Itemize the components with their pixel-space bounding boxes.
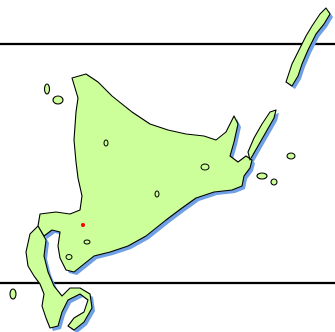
- southwest-islet: [9, 288, 17, 300]
- lake-1: [103, 139, 109, 147]
- northeast-peninsula: [247, 109, 277, 161]
- location-marker: [81, 223, 85, 227]
- lake-2: [200, 163, 210, 171]
- northeast-islet-3: [256, 172, 268, 180]
- west-islet-1: [52, 95, 64, 105]
- lake-5: [83, 239, 91, 245]
- northeast-islet-1: [286, 152, 296, 160]
- lake-4: [65, 254, 73, 260]
- west-islet-2: [43, 83, 51, 95]
- southern-peninsula: [25, 225, 93, 331]
- main-island: [37, 73, 253, 273]
- northeast-islet-2: [270, 178, 278, 186]
- lake-3: [154, 190, 160, 198]
- northeast-island-long: [285, 7, 331, 87]
